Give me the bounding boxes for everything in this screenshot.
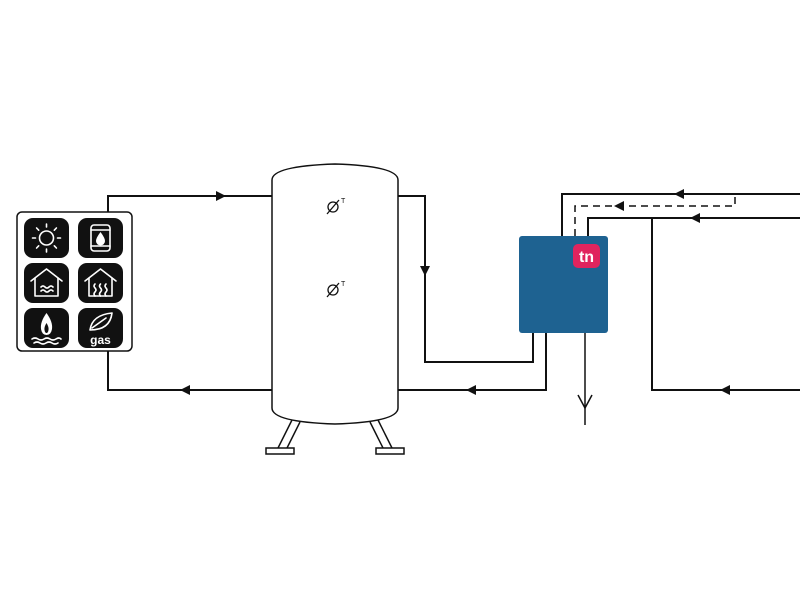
source-return-pipe <box>107 350 272 391</box>
gas-label: gas <box>90 333 111 347</box>
heat-pump-air-icon <box>24 263 69 303</box>
gas-leaf-icon: gas <box>78 308 123 348</box>
storage-tank <box>265 163 405 455</box>
station-return-pipe <box>398 333 547 391</box>
circulation-arrow <box>614 201 624 211</box>
tank-to-station-pipe <box>398 195 534 363</box>
sensor-label: T <box>341 198 346 205</box>
right-loop-arrow <box>720 385 730 395</box>
return-flow-arrow <box>180 385 190 395</box>
drain-funnel <box>577 394 593 410</box>
station-return-arrow <box>466 385 476 395</box>
sensor-label: T <box>341 281 346 288</box>
tank-leg-left <box>277 419 293 449</box>
station-logo <box>573 244 600 268</box>
circulation-pipe <box>574 194 736 236</box>
temperature-sensor-upper: T <box>326 198 346 215</box>
source-supply-pipe <box>107 195 272 212</box>
right-loop-pipe <box>651 218 800 391</box>
heat-source-panel: gas <box>16 211 133 352</box>
supply-flow-arrow <box>216 191 226 201</box>
fresh-water-station: tn <box>519 236 608 333</box>
tank-leg-right <box>369 421 384 449</box>
cold-water-arrow <box>690 213 700 223</box>
heat-pump-ground-icon <box>78 263 123 303</box>
biomass-fire-icon <box>24 308 69 348</box>
hot-water-arrow <box>674 189 684 199</box>
oil-tank-icon <box>78 218 123 258</box>
down-flow-arrow <box>420 266 430 276</box>
cold-water-pipe <box>587 217 800 236</box>
station-logo-text: tn <box>579 249 594 266</box>
sun-icon <box>24 218 69 258</box>
temperature-sensor-lower: T <box>326 281 346 298</box>
